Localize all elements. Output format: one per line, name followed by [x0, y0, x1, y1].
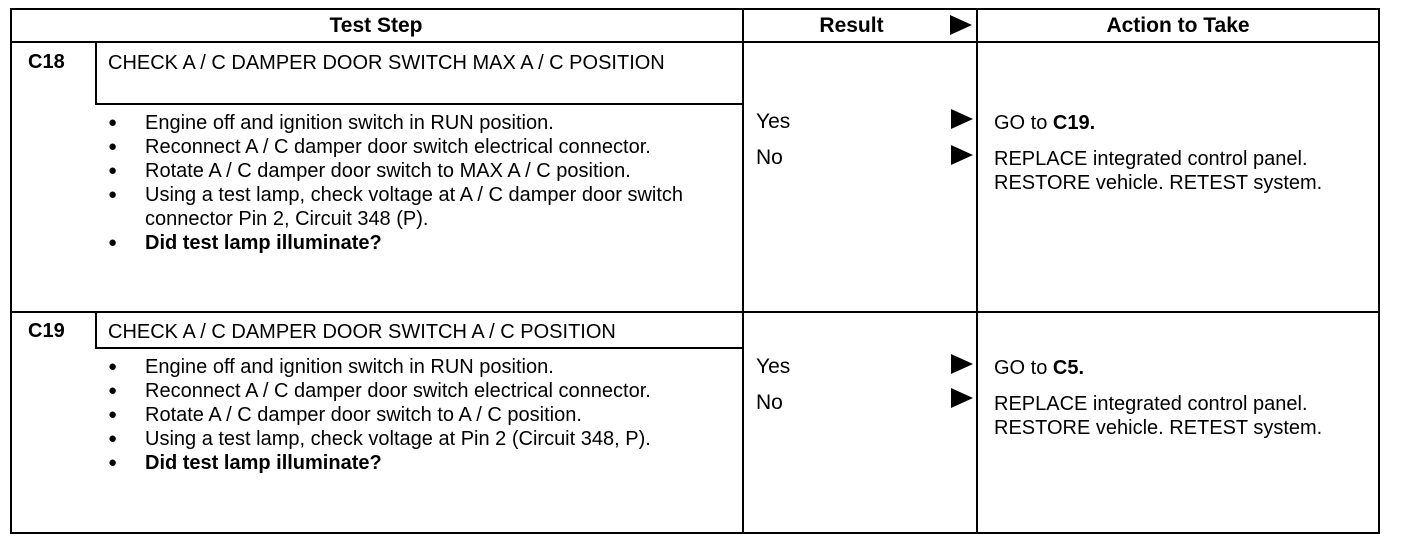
- action-yes-c18: GO to C19.: [994, 111, 1095, 135]
- id-divider-c19: [95, 311, 97, 349]
- title-underline-c18: [95, 103, 743, 105]
- list-item: Using a test lamp, check voltage at A / …: [108, 183, 708, 231]
- header-test-step: Test Step: [329, 14, 423, 37]
- action-yes-prefix: GO to: [994, 112, 1053, 134]
- result-yes-c19: Yes: [756, 355, 791, 378]
- action-yes-c19: GO to C5.: [994, 356, 1084, 380]
- result-yes-c18: Yes: [756, 110, 791, 133]
- list-item: Using a test lamp, check voltage at Pin …: [108, 427, 708, 451]
- arrow-icon: [951, 354, 973, 374]
- header-divider: [10, 41, 1380, 43]
- title-underline-c19: [95, 347, 743, 349]
- arrow-icon: [951, 145, 973, 165]
- arrow-icon: [951, 109, 973, 129]
- header-arrow-icon: [950, 15, 972, 35]
- step-list-c19: Engine off and ignition switch in RUN po…: [108, 355, 708, 475]
- result-no-c19: No: [756, 391, 783, 414]
- list-item: Engine off and ignition switch in RUN po…: [108, 355, 708, 379]
- list-item: Engine off and ignition switch in RUN po…: [108, 111, 708, 135]
- list-item-question: Did test lamp illuminate?: [108, 231, 708, 255]
- column-divider-step-result: [742, 8, 744, 534]
- action-yes-prefix: GO to: [994, 357, 1053, 379]
- row-divider: [10, 311, 1380, 313]
- column-divider-result-action: [976, 8, 978, 534]
- list-item: Rotate A / C damper door switch to MAX A…: [108, 159, 708, 183]
- diagnostic-table: [10, 8, 1380, 534]
- step-title-c18: CHECK A / C DAMPER DOOR SWITCH MAX A / C…: [108, 52, 665, 74]
- arrow-icon: [951, 388, 973, 408]
- list-item: Reconnect A / C damper door switch elect…: [108, 135, 708, 159]
- step-list-c18: Engine off and ignition switch in RUN po…: [108, 111, 708, 255]
- list-item: Rotate A / C damper door switch to A / C…: [108, 403, 708, 427]
- step-title-c19: CHECK A / C DAMPER DOOR SWITCH A / C POS…: [108, 321, 616, 343]
- header-result: Result: [819, 14, 884, 37]
- result-no-c18: No: [756, 146, 783, 169]
- step-id-c19: C19: [28, 320, 65, 342]
- action-no-c18: REPLACE integrated control panel. RESTOR…: [994, 148, 1323, 194]
- step-id-c18: C18: [28, 51, 65, 73]
- action-yes-target: C19.: [1052, 112, 1096, 134]
- list-item-question: Did test lamp illuminate?: [108, 451, 708, 475]
- list-item: Reconnect A / C damper door switch elect…: [108, 379, 708, 403]
- id-divider-c18: [95, 41, 97, 105]
- action-yes-target: C5.: [1052, 357, 1085, 379]
- action-no-c19: REPLACE integrated control panel. RESTOR…: [994, 393, 1323, 439]
- header-action: Action to Take: [1106, 14, 1250, 37]
